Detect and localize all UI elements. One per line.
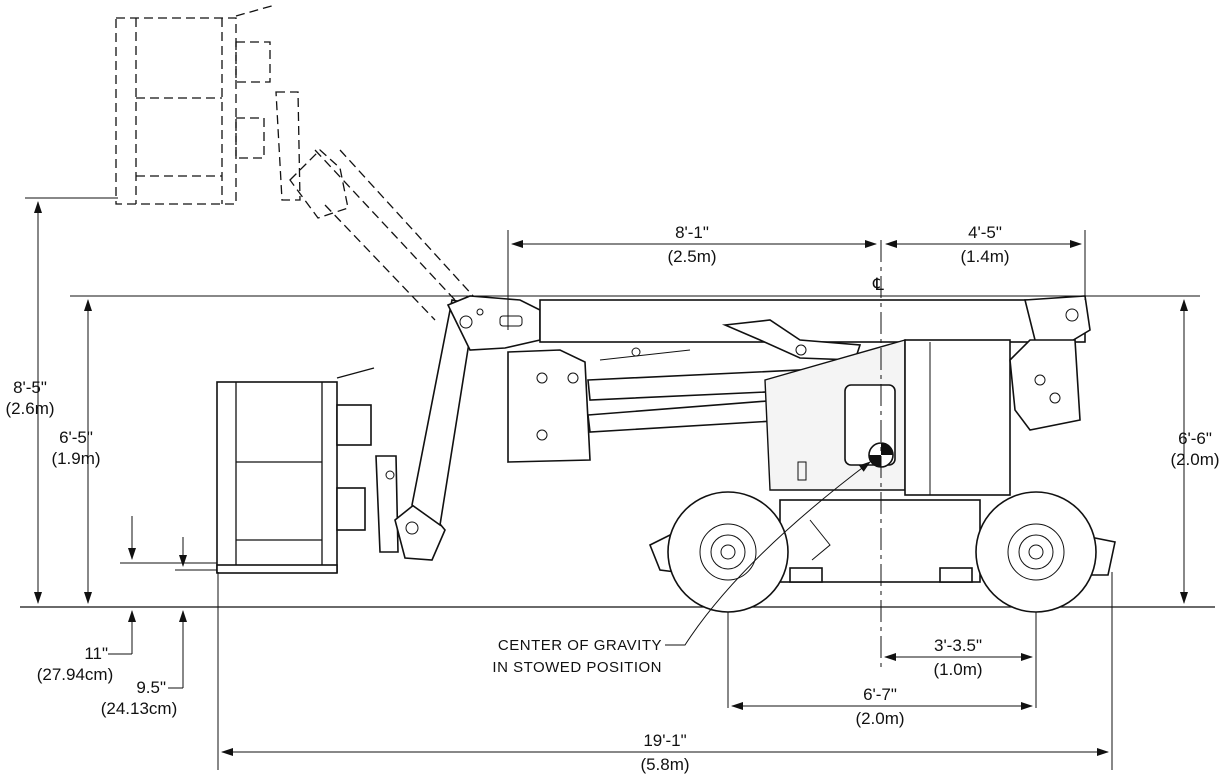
label-boom-length: 8'-1" bbox=[675, 223, 709, 242]
cog-label-line1: CENTER OF GRAVITY bbox=[498, 637, 662, 654]
label-wheelbase-metric: (2.0m) bbox=[855, 709, 904, 728]
centerline-symbol: ℄ bbox=[872, 275, 884, 294]
label-ground-clearance-1-metric: (27.94cm) bbox=[37, 665, 114, 684]
label-wheelbase: 6'-7" bbox=[863, 685, 897, 704]
front-wheel bbox=[667, 491, 789, 613]
platform-basket bbox=[216, 367, 375, 574]
label-ground-clearance-2-metric: (24.13cm) bbox=[101, 699, 178, 718]
cog-leader-line bbox=[665, 461, 871, 646]
label-boom-length-metric: (2.5m) bbox=[667, 247, 716, 266]
label-platform-height: 8'-5" bbox=[13, 378, 47, 397]
label-boom-height-metric: (1.9m) bbox=[51, 449, 100, 468]
raised-platform-outline bbox=[115, 4, 476, 321]
riser-links bbox=[507, 319, 862, 463]
label-overall-length-metric: (5.8m) bbox=[640, 755, 689, 774]
turntable-housing bbox=[764, 339, 1081, 496]
label-cog-to-axle-metric: (1.0m) bbox=[933, 660, 982, 679]
rear-wheel bbox=[975, 491, 1097, 613]
label-rear-length-metric: (1.4m) bbox=[960, 247, 1009, 266]
cog-label-line2: IN STOWED POSITION bbox=[492, 659, 662, 676]
label-rear-length: 4'-5" bbox=[968, 223, 1002, 242]
label-cog-to-axle: 3'-3.5" bbox=[934, 636, 982, 655]
label-platform-height-metric: (2.6m) bbox=[5, 399, 54, 418]
label-overall-length: 19'-1" bbox=[643, 731, 686, 750]
label-ground-clearance-1: 11" bbox=[84, 644, 108, 663]
label-boom-height: 6'-5" bbox=[59, 428, 93, 447]
lower-boom bbox=[411, 295, 541, 527]
upper-boom bbox=[539, 295, 1091, 362]
label-ground-clearance-2: 9.5" bbox=[136, 678, 166, 697]
label-overall-height-metric: (2.0m) bbox=[1170, 450, 1219, 469]
label-overall-height: 6'-6" bbox=[1178, 429, 1212, 448]
